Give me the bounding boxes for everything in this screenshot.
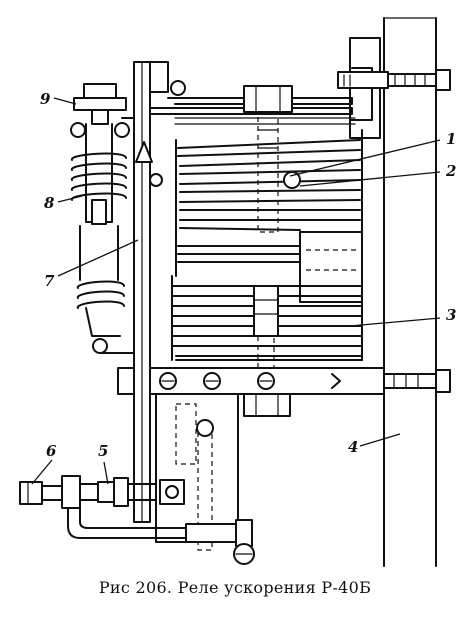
- adjust-screw: [253, 285, 279, 373]
- label-2: 2: [445, 162, 456, 180]
- spring-stack: [175, 129, 363, 241]
- label-7: 7: [44, 272, 55, 290]
- washer: [283, 171, 301, 189]
- vertical-lever: [133, 61, 186, 523]
- label-6: 6: [46, 442, 57, 460]
- label-8: 8: [44, 194, 55, 212]
- label-9: 9: [40, 90, 51, 108]
- label-1: 1: [446, 130, 456, 148]
- lower-bracket: [155, 393, 239, 551]
- contact-rod: [19, 475, 255, 565]
- label-5: 5: [98, 442, 108, 460]
- figure-caption: Рис 206. Реле ускорения Р-40Б: [98, 578, 372, 597]
- label-3: 3: [446, 306, 456, 324]
- label-4: 4: [348, 438, 358, 456]
- tension-spring: [70, 83, 135, 354]
- core-block: [171, 231, 363, 361]
- base-bar: [117, 367, 451, 417]
- leader-lines: [31, 97, 441, 485]
- top-bracket: [337, 37, 451, 139]
- mounting-panel: [383, 17, 437, 567]
